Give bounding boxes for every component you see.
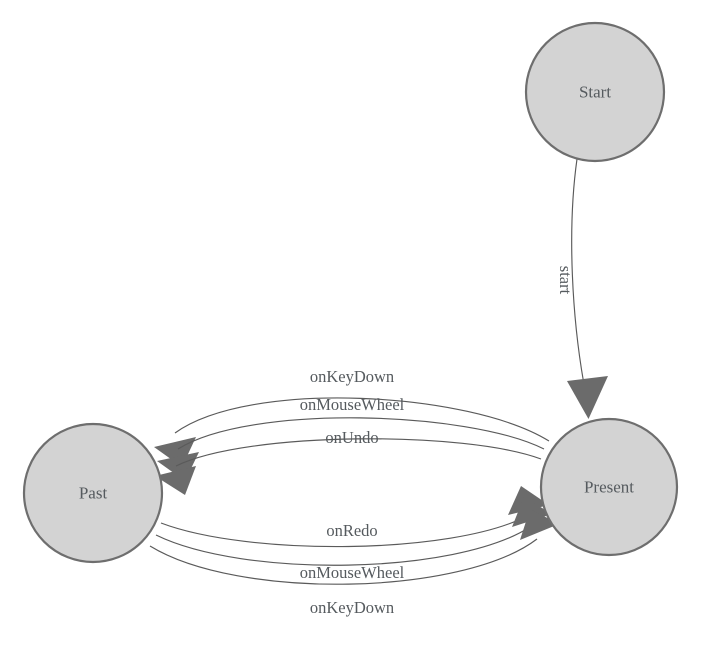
edge-present-to-past-onkeydown[interactable]: onKeyDown (154, 367, 550, 467)
edge-label-present-past-2: onMouseWheel (300, 395, 405, 414)
edge-path-past-present-3 (149, 538, 538, 585)
node-start-label: Start (579, 83, 611, 102)
node-start-circle (524, 21, 666, 163)
edge-label-present-past-3: onUndo (325, 428, 378, 447)
edge-past-to-present-onkeydown[interactable]: onKeyDown (149, 509, 559, 617)
node-present-label: Present (584, 478, 634, 497)
edge-present-to-past-onundo[interactable]: onUndo (155, 428, 542, 495)
edge-path-past-present-1 (160, 515, 528, 548)
node-present-circle (539, 417, 679, 557)
edge-past-to-present-onredo[interactable]: onRedo (160, 486, 549, 548)
node-present[interactable]: Present (539, 417, 679, 557)
edge-label-start-present: start (556, 266, 575, 295)
arrowhead-past-present-3 (520, 509, 559, 540)
edge-path-present-past-1 (174, 397, 550, 442)
edge-path-present-past-3 (175, 438, 542, 467)
edge-path-present-past-2 (177, 417, 545, 450)
edge-label-past-present-1: onRedo (326, 521, 377, 540)
arrowhead-present-past-3 (155, 466, 196, 495)
arrowhead-start-present (567, 376, 608, 419)
node-past-circle (22, 422, 164, 564)
node-past-label: Past (79, 484, 108, 503)
edge-label-present-past-1: onKeyDown (310, 367, 394, 386)
node-past[interactable]: Past (22, 422, 164, 564)
edge-label-past-present-2: onMouseWheel (300, 563, 405, 582)
edge-path-past-present-2 (155, 526, 531, 566)
node-start[interactable]: Start (524, 21, 666, 163)
edge-start-to-present[interactable]: start (556, 158, 608, 419)
edge-label-past-present-3: onKeyDown (310, 598, 394, 617)
edge-path-start-present (571, 158, 586, 391)
